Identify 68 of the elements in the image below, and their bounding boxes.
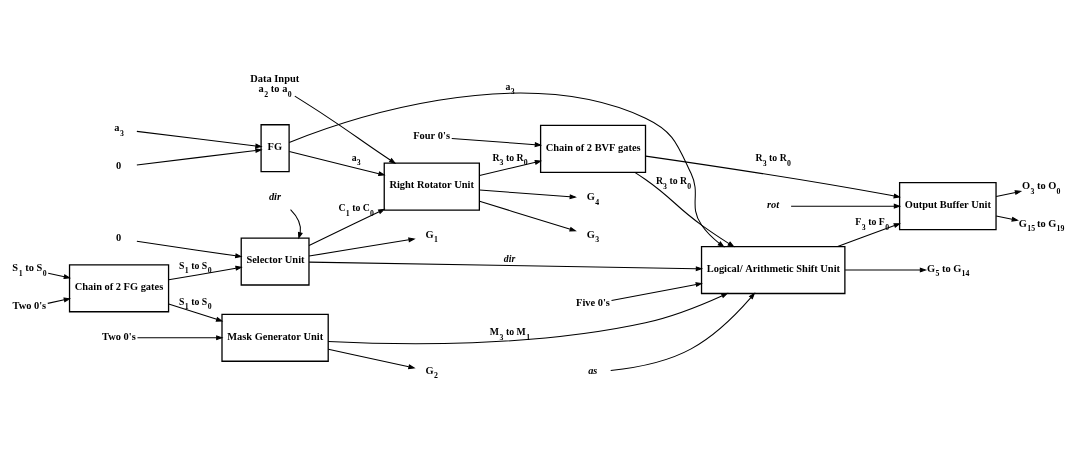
arrow: [479, 200, 577, 232]
node-text: 0: [116, 159, 122, 171]
arrow: [136, 147, 263, 165]
node-text: 0: [116, 231, 122, 243]
arrow: [645, 155, 901, 198]
node-text: a$_{3}$: [114, 121, 124, 138]
arrow: [308, 208, 386, 246]
arrow: [288, 92, 725, 247]
node-box: Output Buffer Unit: [898, 181, 997, 230]
arrow: [995, 214, 1019, 222]
arrow: [290, 208, 303, 239]
node-box: Chain of 2 FG gates: [68, 263, 170, 312]
arrow: [837, 222, 901, 247]
edge-label: a$_{3}$: [351, 151, 361, 167]
node-box: FG: [260, 123, 290, 172]
node-box: Logical/ Arithmetic Shift Unit: [700, 245, 846, 294]
node-text: as: [588, 363, 598, 375]
node-text: G$_{4}$: [586, 190, 600, 207]
arrow: [168, 265, 243, 280]
edge-label: dir: [503, 252, 516, 264]
arrow: [479, 189, 577, 199]
arrow: [136, 240, 243, 258]
arrow: [327, 292, 729, 344]
edge-label: S$_{1}$ to S$_{0}$: [179, 295, 212, 311]
node-box: Right Rotator Unit: [383, 162, 480, 211]
arrow: [327, 348, 416, 369]
arrow: [47, 272, 72, 279]
node-box: Mask Generator Unit: [221, 313, 329, 362]
node-text: G$_{2}$: [425, 363, 438, 380]
arrow: [136, 130, 263, 148]
node-text: G$_{5}$ to G$_{14}$: [926, 262, 970, 278]
node-box: Selector Unit: [240, 236, 310, 286]
node-text: Four 0's: [413, 129, 450, 141]
edge-label: a$_{3}$: [505, 80, 515, 96]
arrow: [47, 296, 72, 304]
arrow: [308, 261, 704, 271]
arrow: [288, 150, 386, 176]
edge-label: F$_{3}$ to F$_{0}$: [855, 215, 890, 232]
arrow: [995, 189, 1023, 197]
edge-label: C$_{1}$ to C$_{0}$: [338, 201, 374, 218]
edge-label: R$_{3}$ to R$_{0}$: [492, 151, 528, 167]
node-text: Two 0's: [102, 330, 136, 342]
node-text: dir: [268, 190, 282, 202]
arrow: [168, 302, 224, 322]
arrow: [479, 159, 543, 176]
arrow: [451, 137, 543, 147]
node-text: G$_{15}$ to G$_{19}$: [1018, 217, 1065, 233]
arrow: [611, 281, 703, 301]
node-text: rot: [767, 198, 780, 210]
arrow: [790, 203, 902, 209]
edge-label: S$_{1}$ to S$_{0}$: [179, 259, 212, 275]
node-text: Two 0's: [12, 299, 47, 311]
node-text: O$_{3}$ to O$_{0}$: [1022, 179, 1061, 196]
node-text: Five 0's: [576, 296, 610, 308]
arrow: [610, 291, 756, 371]
edge-label: M$_{3}$ to M$_{1}$: [489, 325, 531, 342]
arrow: [308, 236, 416, 257]
arrow: [844, 266, 928, 273]
node-text: G$_{1}$: [425, 228, 438, 244]
edge-label: R$_{3}$ to R$_{0}$: [755, 151, 791, 168]
arrow: [294, 95, 397, 164]
arrow: [634, 171, 735, 247]
edge-label: R$_{3}$ to R$_{0}$: [655, 174, 692, 191]
node-box: Chain of 2 BVF gates: [539, 124, 647, 173]
node-text: Data Input a$_{2}$ to a$_{0}$: [250, 72, 300, 99]
node-text: G$_{3}$: [586, 228, 600, 244]
arrow: [136, 334, 224, 340]
node-text: S$_{1}$ to S$_{0}$: [12, 261, 47, 278]
